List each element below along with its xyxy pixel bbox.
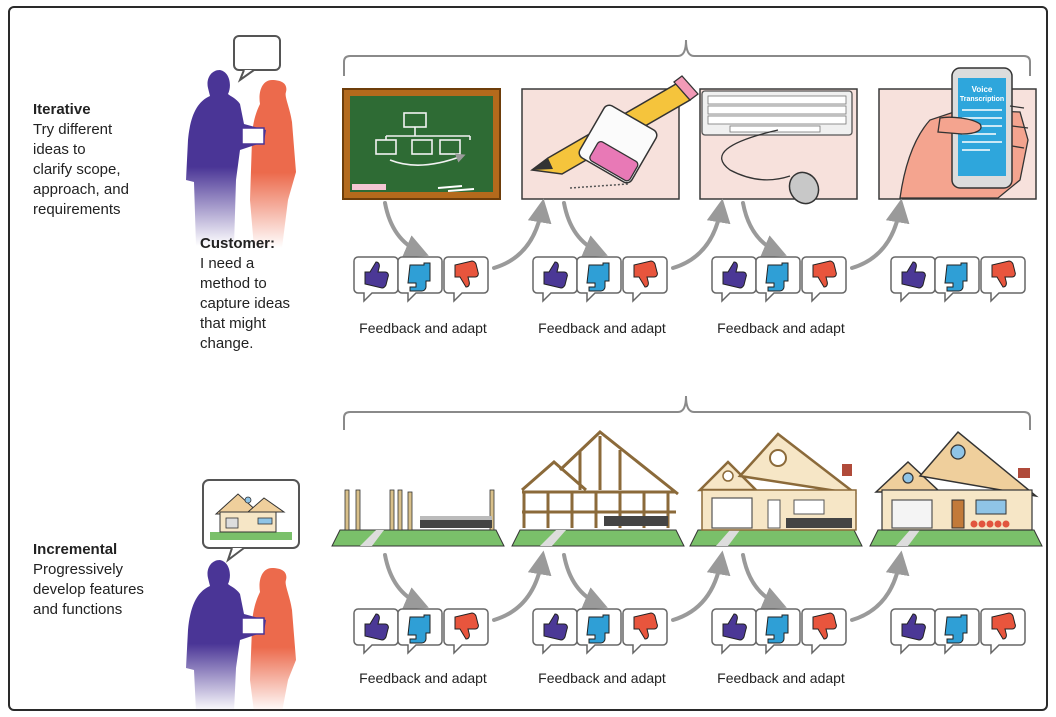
thumbs-up-icon [532,256,578,303]
iterative-desc-line: ideas to [33,141,86,158]
bracket-iterative [343,39,1031,76]
arrow-feedback-3-in [741,201,787,258]
panel-chalkboard [342,88,501,200]
iterative-desc-line: requirements [33,201,121,218]
panel-keyboard [699,88,858,205]
thumbs-sideways-icon [576,256,622,303]
speech-bubble-icon [233,35,281,83]
arrow-feedback-2-in [562,201,608,258]
diagram-frame [8,6,1048,711]
incremental-title: Incremental [33,541,118,558]
man-silhouette-icon [186,560,266,712]
feedback-label: Feedback and adapt [359,320,487,336]
thumbs-up-icon [890,608,936,655]
arrow-feedback-4-out [492,550,552,622]
customer-quote: Customer: I need a method to capture ide… [200,234,340,354]
feedback-label: Feedback and adapt [717,670,845,686]
feedback-label: Feedback and adapt [717,320,845,336]
panel-pencil [521,75,699,200]
house-stage-enclosed [689,432,863,547]
iterative-title: Iterative [33,101,91,118]
phone-text-voice: Voice [972,85,993,94]
thumbs-up-icon [890,256,936,303]
iterative-label: Iterative Try different ideas to clarify… [33,100,173,220]
customer-quote-line: change. [200,335,254,352]
document-icon [241,617,265,635]
thumbs-up-icon [711,608,757,655]
thumbs-sideways-icon [576,608,622,655]
thumbs-up-icon [353,608,399,655]
arrow-feedback-3-out [850,198,910,270]
iterative-desc-line: clarify scope, [33,161,121,178]
thumbs-down-icon [801,256,847,303]
house-stage-framing [511,430,685,547]
feedback-label: Feedback and adapt [538,670,666,686]
thumbs-sideways-icon [397,256,443,303]
bracket-incremental [343,395,1031,430]
iterative-desc-line: approach, and [33,181,129,198]
arrow-feedback-6-out [850,550,910,622]
arrow-feedback-4-in [383,553,429,610]
arrow-feedback-5-in [562,553,608,610]
feedback-row-incremental [353,608,1026,655]
incremental-label: Incremental Progressively develop featur… [33,540,183,620]
house-stage-finished [869,430,1043,547]
house-thought-bubble [202,479,300,563]
customer-quote-line: I need a [200,255,255,272]
arrow-feedback-2-out [671,198,731,270]
incremental-desc-line: Progressively [33,561,124,578]
customer-label: Customer: [200,235,276,252]
man-silhouette-icon [186,70,266,246]
thumbs-sideways-icon [755,608,801,655]
customer-quote-line: that might [200,315,266,332]
thumbs-sideways-icon [934,256,980,303]
people-iterative [186,35,296,248]
woman-silhouette-icon [250,80,296,248]
document-icon [241,127,265,145]
thumbs-sideways-icon [397,608,443,655]
people-incremental [186,479,300,712]
thumbs-down-icon [622,256,668,303]
thumbs-up-icon [532,608,578,655]
incremental-desc-line: and functions [33,601,123,618]
arrow-feedback-1-in [383,201,429,258]
woman-silhouette-icon [250,568,296,712]
house-stage-foundation [331,489,505,547]
arrow-feedback-1-out [492,198,552,270]
thumbs-down-icon [980,608,1026,655]
arrow-feedback-5-out [671,550,731,622]
thumbs-down-icon [622,608,668,655]
panel-phone: Voice Transcription [878,67,1037,200]
phone-text-transcription: Transcription [960,96,1004,103]
thumbs-down-icon [801,608,847,655]
feedback-label: Feedback and adapt [538,320,666,336]
thumbs-sideways-icon [755,256,801,303]
thumbs-up-icon [353,256,399,303]
arrow-feedback-6-in [741,553,787,610]
thumbs-down-icon [443,256,489,303]
thumbs-up-icon [711,256,757,303]
customer-quote-line: method to [200,275,267,292]
thumbs-down-icon [980,256,1026,303]
feedback-label: Feedback and adapt [359,670,487,686]
thumbs-down-icon [443,608,489,655]
thumbs-sideways-icon [934,608,980,655]
iterative-desc-line: Try different [33,121,113,138]
customer-quote-line: capture ideas [200,295,291,312]
incremental-desc-line: develop features [33,581,144,598]
feedback-row-iterative [353,256,1026,303]
